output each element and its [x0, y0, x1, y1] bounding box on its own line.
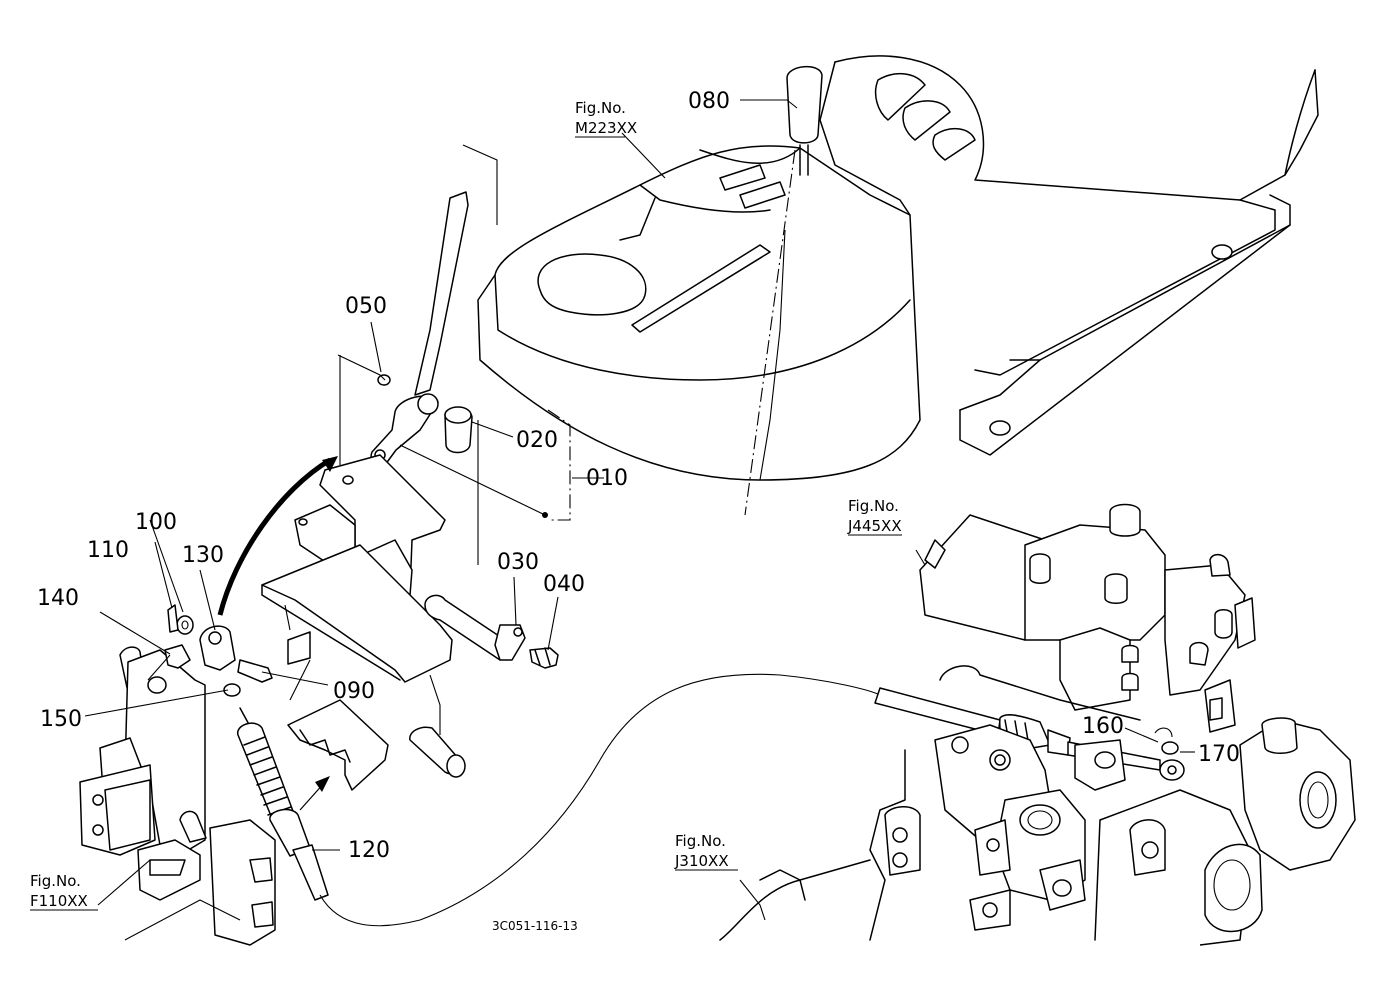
label-140: 140 — [37, 586, 79, 611]
clevis-assembly — [147, 604, 273, 697]
cable-pointer-arrow — [299, 776, 330, 811]
pivot-pin-030 — [424, 594, 559, 669]
fig-ref-m223-line1: Fig.No. — [575, 99, 626, 117]
label-010: 010 — [586, 466, 628, 491]
fig-ref-j445-line2: J445XX — [847, 517, 902, 535]
left-bracket-drawing — [79, 646, 276, 946]
figure-references: Fig.No. M223XX Fig.No. J445XX Fig.No. J3… — [30, 99, 902, 911]
movement-arrow — [217, 456, 338, 616]
label-120: 120 — [348, 838, 390, 863]
fig-ref-j445-line1: Fig.No. — [848, 497, 899, 515]
fig-ref-m223-line2: M223XX — [575, 119, 637, 137]
fig-ref-j310-line1: Fig.No. — [675, 832, 726, 850]
fig-ref-f110-line1: Fig.No. — [30, 872, 81, 890]
transmission-housing-drawing — [719, 665, 1356, 946]
fig-ref-j310-line2: J310XX — [674, 852, 729, 870]
label-040: 040 — [543, 572, 585, 597]
console-housing-drawing — [477, 145, 921, 481]
fig-ref-f110-line2: F110XX — [30, 892, 88, 910]
label-050: 050 — [345, 294, 387, 319]
label-110: 110 — [87, 538, 129, 563]
drawing-code: 3C051-116-13 — [492, 919, 578, 933]
label-030: 030 — [497, 550, 539, 575]
label-100: 100 — [135, 510, 177, 535]
control-valve-drawing — [919, 503, 1256, 733]
hand-lever-drawing — [337, 144, 571, 565]
leader-lines — [84, 99, 1195, 921]
bracket-plate-drawing — [261, 355, 466, 791]
gear-knob-080 — [744, 66, 823, 516]
label-090: 090 — [333, 679, 375, 704]
label-170: 170 — [1198, 742, 1240, 767]
label-020: 020 — [516, 428, 558, 453]
floor-panel-drawing — [819, 55, 1319, 456]
label-130: 130 — [182, 543, 224, 568]
part-labels: 080 050 020 010 030 040 100 110 130 140 … — [37, 89, 1240, 863]
label-080: 080 — [688, 89, 730, 114]
label-150: 150 — [40, 707, 82, 732]
label-160: 160 — [1082, 714, 1124, 739]
